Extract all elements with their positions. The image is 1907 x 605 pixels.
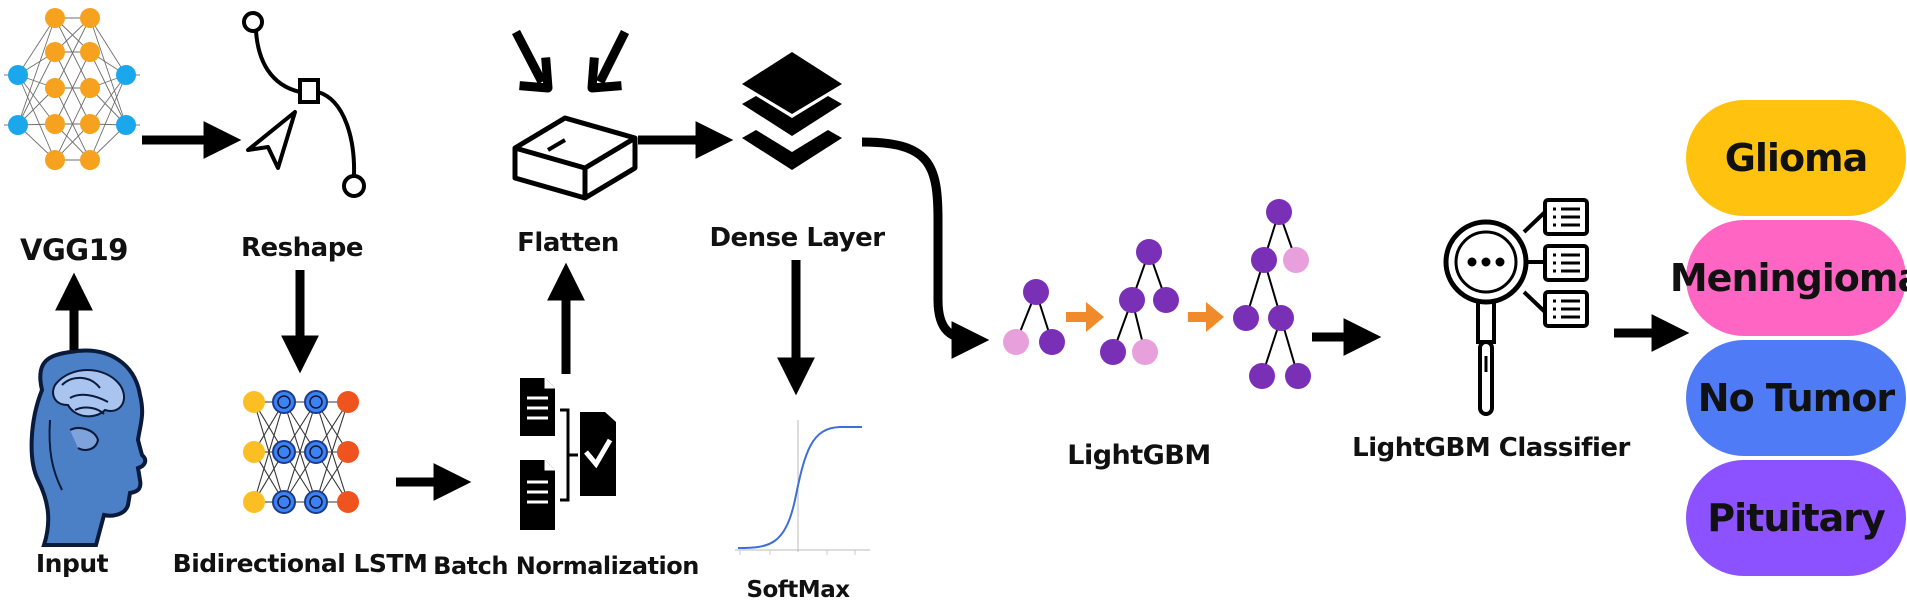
documents-check-icon [520,378,616,530]
flatten-box-icon [512,29,638,201]
magnifier-classifier-icon [1443,198,1589,416]
neural-network-icon [4,8,140,170]
softmax-label: SoftMax [746,577,850,603]
class-label-meningioma: Meningioma [1669,256,1907,300]
softmax-curve-icon [735,420,870,555]
lightgbm-label: LightGBM [1067,440,1211,471]
decision-tree-icon [1003,199,1311,389]
layers-icon [742,52,842,170]
lstm-network-icon [243,390,359,514]
class-label-pituitary: Pituitary [1707,496,1885,540]
class-label-glioma: Glioma [1724,136,1869,180]
class-pill-pituitary: Pituitary [1686,460,1906,576]
flatten-label: Flatten [517,228,619,258]
vgg19-label: VGG19 [20,233,128,267]
class-pill-meningioma: Meningioma [1670,220,1907,336]
arrow-dense-to-lightgbm [861,137,990,359]
lightgbm-classifier-label: LightGBM Classifier [1352,433,1630,463]
input-label: Input [35,549,109,578]
dense-layer-label: Dense Layer [709,223,885,253]
reshape-icon [242,11,366,198]
bidirectional-lstm-label: Bidirectional LSTM [172,549,428,578]
class-pill-no-tumor: No Tumor [1686,340,1906,456]
class-pill-glioma: Glioma [1686,100,1906,216]
class-label-no-tumor: No Tumor [1697,376,1895,420]
flow-arrows [55,121,1690,501]
head-scan-icon [29,348,148,547]
batch-normalization-label: Batch Normalization [433,552,699,580]
reshape-label: Reshape [241,233,363,263]
